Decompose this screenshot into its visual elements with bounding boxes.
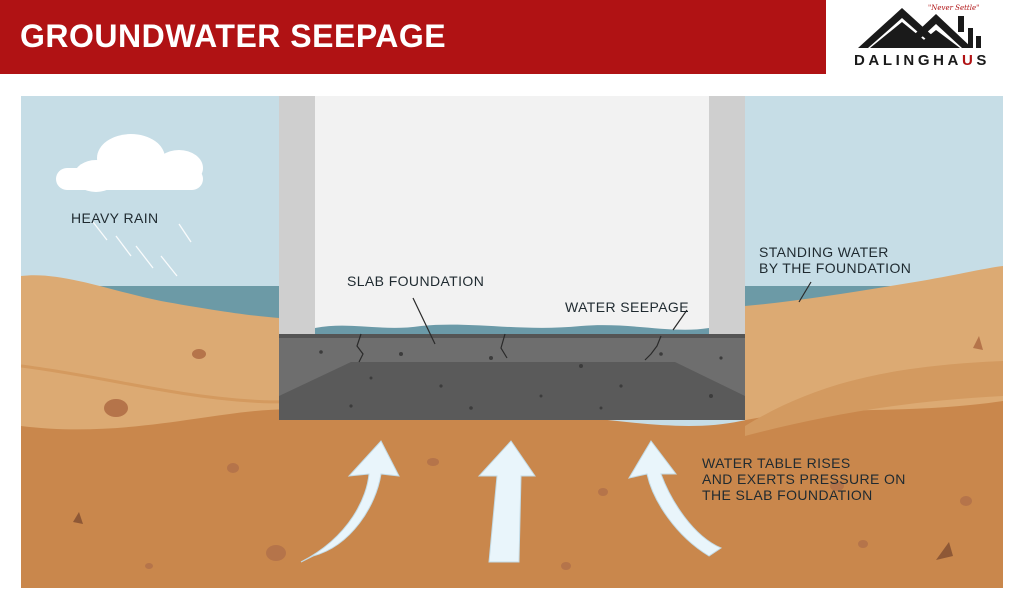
label-water-table-line2: AND EXERTS PRESSURE ON (702, 471, 906, 487)
label-water-table-line3: THE SLAB FOUNDATION (702, 487, 873, 503)
page-title: GROUNDWATER SEEPAGE (20, 18, 447, 54)
pressure-arrow-icon (300, 440, 723, 563)
label-standing-water-line1: STANDING WATER (759, 244, 889, 260)
logo-motto: "Never Settle" (928, 4, 980, 12)
left-wall (279, 96, 315, 336)
slab-footing (279, 362, 745, 420)
soil-layer-right (745, 361, 1003, 436)
cloud-icon (56, 134, 203, 192)
callout-lines (412, 281, 812, 345)
rain-streaks-icon (92, 221, 192, 277)
label-water-seepage: WATER SEEPAGE (565, 299, 689, 315)
diagram-illustration (21, 96, 1003, 588)
roof-logo-icon (858, 8, 981, 48)
logo-name: DALINGHAUS (854, 52, 991, 69)
label-standing-water-line2: BY THE FOUNDATION (759, 260, 912, 276)
label-water-table-line1: WATER TABLE RISES (702, 455, 851, 471)
slab-cracks (356, 333, 662, 363)
diagram-scene: HEAVY RAIN SLAB FOUNDATION WATER SEEPAGE… (21, 96, 1003, 588)
slab-texture (319, 350, 723, 410)
label-slab-foundation: SLAB FOUNDATION (347, 273, 485, 289)
right-wall (709, 96, 745, 336)
seepage-water-film (315, 324, 709, 336)
soil-pebbles (73, 336, 983, 570)
building-interior (279, 96, 745, 336)
header-banner: GROUNDWATER SEEPAGE (0, 0, 826, 74)
brand-logo: "Never Settle" DALINGHAUS (840, 2, 1024, 74)
label-heavy-rain: HEAVY RAIN (71, 210, 159, 226)
